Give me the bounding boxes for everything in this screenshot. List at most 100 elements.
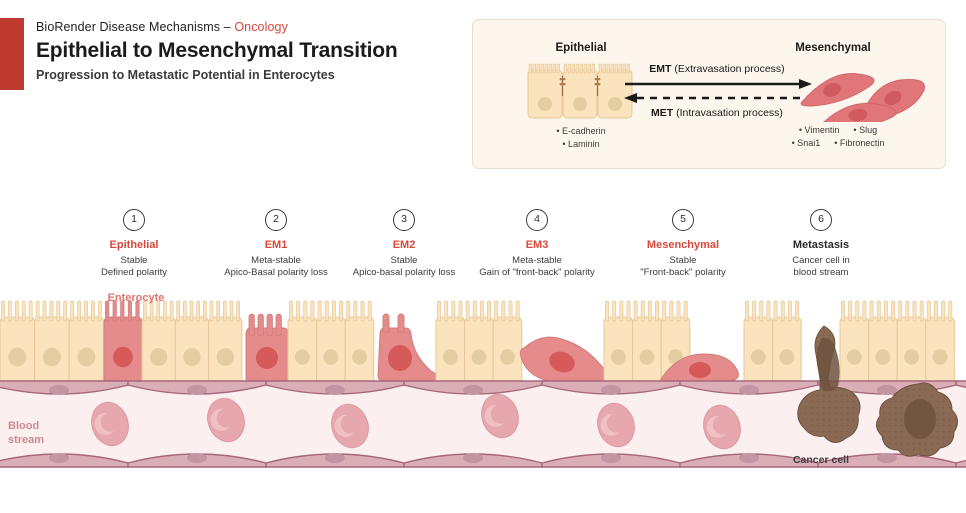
blood-stream-label: Blood stream	[8, 419, 44, 447]
blood-stream-line-2: stream	[8, 434, 45, 446]
stage-detail2-2: Apico-Basal polarity loss	[224, 267, 328, 278]
brand-accent-bar	[0, 18, 24, 90]
red-blood-cell	[207, 397, 245, 443]
enterocyte	[464, 300, 494, 382]
endothelial-cell	[679, 380, 819, 395]
enterocyte	[141, 300, 176, 382]
stage-detail1-5: Stable	[669, 255, 697, 266]
page-subtitle: Progression to Metastatic Potential in E…	[36, 68, 335, 82]
stage-detail1-1: Stable	[120, 255, 148, 266]
enterocyte	[68, 300, 105, 382]
circulating-cancer-cell	[876, 382, 958, 457]
stage-detail2-6: blood stream	[793, 267, 849, 278]
enterocyte	[868, 300, 898, 382]
legend-mesenchymal-title: Mesenchymal	[795, 42, 871, 54]
header-kicker-category: Oncology	[234, 20, 288, 34]
stage-number-2: 2	[265, 209, 287, 231]
mesenchymal-marker-3: • Fibronectin	[834, 138, 885, 148]
enterocyte	[34, 300, 70, 382]
stage-detail2-3: Apico-basal polarity loss	[352, 267, 456, 278]
mesenchymal-marker-1: • Snai1	[791, 138, 821, 148]
met-label-bold: MET	[651, 107, 674, 119]
stage-detail2-1: Defined polarity	[100, 267, 167, 278]
endothelium-bottom	[0, 453, 966, 468]
stage-detail2-5: "Front-back" polarity	[640, 267, 726, 278]
mesenchymal-cells-icon	[800, 73, 925, 122]
red-blood-cell	[91, 401, 129, 447]
em2-cell	[377, 313, 440, 382]
stage-number-1: 1	[123, 209, 145, 231]
red-blood-cell	[597, 402, 635, 448]
enterocyte	[772, 300, 802, 382]
stage-name-2: EM1	[264, 239, 288, 251]
epithelium-layer	[0, 300, 955, 386]
epithelial-marker-0: • E-cadherin	[556, 126, 606, 136]
enterocyte	[344, 300, 375, 382]
stage-name-4: EM3	[525, 239, 549, 251]
epithelial-cells-icon	[527, 63, 633, 119]
enterocyte	[925, 300, 955, 382]
enterocyte	[287, 300, 318, 382]
stage-detail1-2: Meta-stable	[251, 255, 301, 266]
enterocyte	[492, 300, 523, 382]
legend-panel: Epithelial Mesenchymal	[472, 19, 946, 169]
blood-stream-line-1: Blood	[8, 420, 40, 432]
red-blood-cell	[331, 403, 369, 449]
emt-label-bold: EMT	[649, 63, 672, 75]
enterocyte	[839, 300, 870, 382]
stage-number-3: 3	[393, 209, 415, 231]
enterocyte	[603, 300, 634, 382]
stage-name-6: Metastasis	[792, 239, 850, 251]
enterocyte-label: Enterocyte	[107, 292, 165, 304]
enterocyte-highlighted	[103, 300, 143, 382]
emt-arrow-label: EMT (Extravasation process)	[627, 63, 807, 75]
legend-epithelial-title: Epithelial	[555, 42, 607, 54]
emt-met-arrows-icon	[624, 79, 812, 103]
met-label-rest: (Intravasation process)	[673, 107, 783, 119]
stage-number-5: 5	[672, 209, 694, 231]
em3-cell	[519, 336, 608, 382]
stage-name-5: Mesenchymal	[646, 239, 720, 251]
intravasating-cancer-cell	[797, 325, 861, 443]
epithelial-markers: • E-cadherin • Laminin	[511, 125, 651, 151]
enterocyte	[208, 300, 243, 382]
endothelial-cell	[817, 453, 957, 468]
endothelial-cell	[403, 380, 543, 395]
stage-detail1-3: Stable	[390, 255, 418, 266]
red-blood-cell	[481, 393, 519, 439]
blood-vessel	[0, 380, 966, 468]
stage-detail1-4: Meta-stable	[512, 255, 562, 266]
stage-detail2-4: Gain of "front-back" polarity	[479, 267, 595, 278]
cancer-cell-label: Cancer cell	[792, 454, 850, 466]
enterocyte	[632, 300, 662, 382]
em1-cell	[245, 313, 289, 386]
epithelial-marker-1: • Laminin	[562, 139, 600, 149]
tissue-diagram	[0, 300, 966, 468]
mesenchymal-marker-2: • Slug	[853, 125, 878, 135]
enterocyte	[435, 300, 466, 382]
mesenchymal-markers: • Vimentin • Slug • Snai1 • Fibronectin	[758, 124, 918, 150]
stage-number-4: 4	[526, 209, 548, 231]
red-blood-cells	[91, 393, 741, 450]
enterocyte	[316, 300, 346, 382]
enterocyte	[743, 300, 774, 382]
enterocyte	[896, 300, 927, 382]
mesenchymal-marker-0: • Vimentin	[798, 125, 840, 135]
stage-number-6: 6	[810, 209, 832, 231]
red-blood-cell	[703, 404, 741, 450]
stage-name-3: EM2	[392, 239, 416, 251]
header-kicker: BioRender Disease Mechanisms – Oncology	[36, 20, 398, 34]
mesenchymal-cell	[659, 353, 739, 382]
page-title: Epithelial to Mesenchymal Transition	[36, 39, 398, 62]
page-header: BioRender Disease Mechanisms – Oncology …	[36, 20, 398, 82]
emt-label-rest: (Extravasation process)	[671, 63, 785, 75]
enterocyte	[0, 300, 36, 382]
stage-name-1: Epithelial	[109, 239, 159, 251]
met-arrow-label: MET (Intravasation process)	[627, 107, 807, 119]
